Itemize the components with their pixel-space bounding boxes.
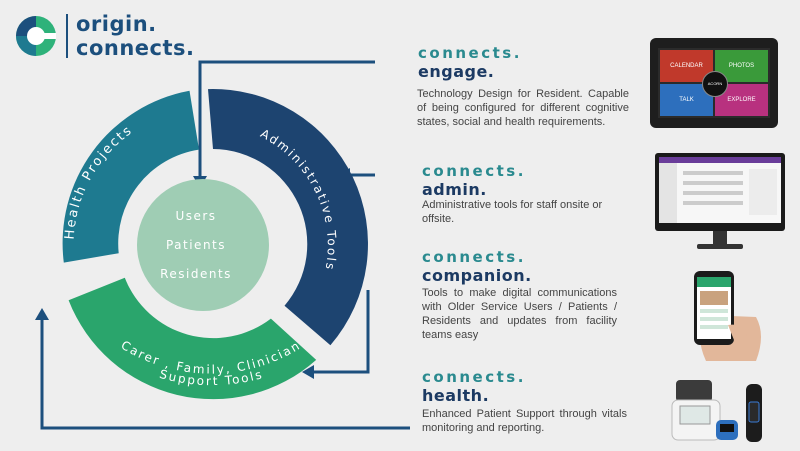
monitor-header-bar (659, 157, 781, 163)
monitor-sidebar (659, 163, 677, 223)
section-admin-title: connects. admin. (422, 162, 526, 200)
health-devices-illustration (671, 380, 762, 442)
arrowhead-companion (302, 365, 314, 379)
section-companion-prefix: connects. (422, 248, 526, 266)
tablet-tile-talk-label: TALK (679, 97, 694, 103)
logo-line1: origin. (76, 12, 157, 36)
section-engage-heading: engage. (418, 62, 495, 81)
section-admin-description: Administrative tools for staff onsite or… (422, 199, 603, 225)
monitor-content-row (683, 181, 743, 185)
phone-hand-illustration (694, 271, 761, 361)
section-admin-heading: admin. (422, 180, 487, 199)
center-circle (137, 179, 269, 311)
health-devices-image (668, 376, 793, 446)
monitor-base (697, 244, 743, 249)
section-health-prefix: connects. (422, 368, 526, 386)
center-item-residents: Residents (160, 267, 232, 281)
logo-wordmark: origin. connects. (76, 12, 194, 60)
arrowhead-health (35, 308, 49, 320)
tablet-tile-explore-label: EXPLORE (727, 97, 756, 103)
section-companion-heading: companion. (422, 266, 532, 285)
monitor-content-row (683, 191, 743, 195)
tablet-center-badge: ACORN (702, 71, 728, 97)
tablet-center-label: ACORN (707, 81, 723, 86)
monitor-device-image (655, 153, 785, 250)
section-health-heading: health. (422, 386, 490, 405)
monitor-content-row (683, 171, 743, 175)
logo-mark-icon (16, 16, 56, 56)
center-item-users: Users (175, 209, 216, 223)
section-health-title: connects. health. (422, 368, 526, 406)
segment-support-tools (68, 277, 317, 400)
logo-divider (66, 14, 68, 58)
monitor-stand (713, 231, 727, 245)
section-companion-description: Tools to make digital communications wit… (422, 287, 617, 341)
arrow-health (40, 318, 410, 430)
phone-device-image (676, 265, 771, 363)
tablet-tile-calendar-label: CALENDAR (670, 63, 703, 69)
arrow-engage (198, 60, 375, 178)
segment-health-projects (62, 90, 200, 263)
segment-administrative-tools (208, 89, 368, 346)
tablet-device-image: CALENDAR PHOTOS TALK EXPLORE ACORN (650, 38, 778, 128)
section-admin-prefix: connects. (422, 162, 526, 180)
section-engage-prefix: connects. (418, 44, 522, 62)
section-health-description: Enhanced Patient Support through vitals … (422, 408, 627, 434)
arrow-companion (312, 290, 370, 374)
center-item-patients: Patients (166, 238, 226, 252)
monitor-content-row (683, 201, 743, 205)
logo-line2: connects. (76, 36, 195, 60)
monitor-side-panel (749, 169, 777, 215)
monitor-screen (659, 157, 781, 223)
tablet-screen: CALENDAR PHOTOS TALK EXPLORE ACORN (658, 48, 770, 118)
section-engage-title: connects. engage. (418, 44, 522, 82)
monitor-bezel (655, 153, 785, 231)
section-engage-description: Technology Design for Resident. Capable … (417, 88, 629, 128)
section-companion-title: connects. companion. (422, 248, 532, 286)
tablet-tile-photos-label: PHOTOS (728, 63, 755, 69)
connector-lines (40, 60, 410, 430)
logo: origin. connects. (14, 12, 214, 64)
